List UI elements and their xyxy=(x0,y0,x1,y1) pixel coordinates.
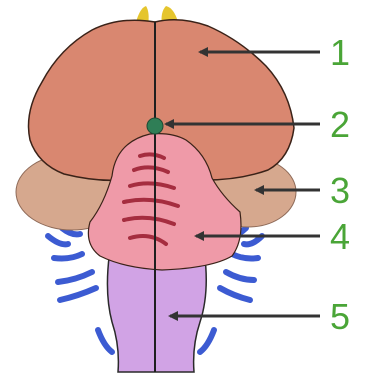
pineal-dot xyxy=(147,118,163,134)
label-4: 4 xyxy=(330,216,350,257)
label-2: 2 xyxy=(330,104,350,145)
label-1: 1 xyxy=(330,32,350,73)
label-3: 3 xyxy=(330,170,350,211)
label-5: 5 xyxy=(330,296,350,337)
